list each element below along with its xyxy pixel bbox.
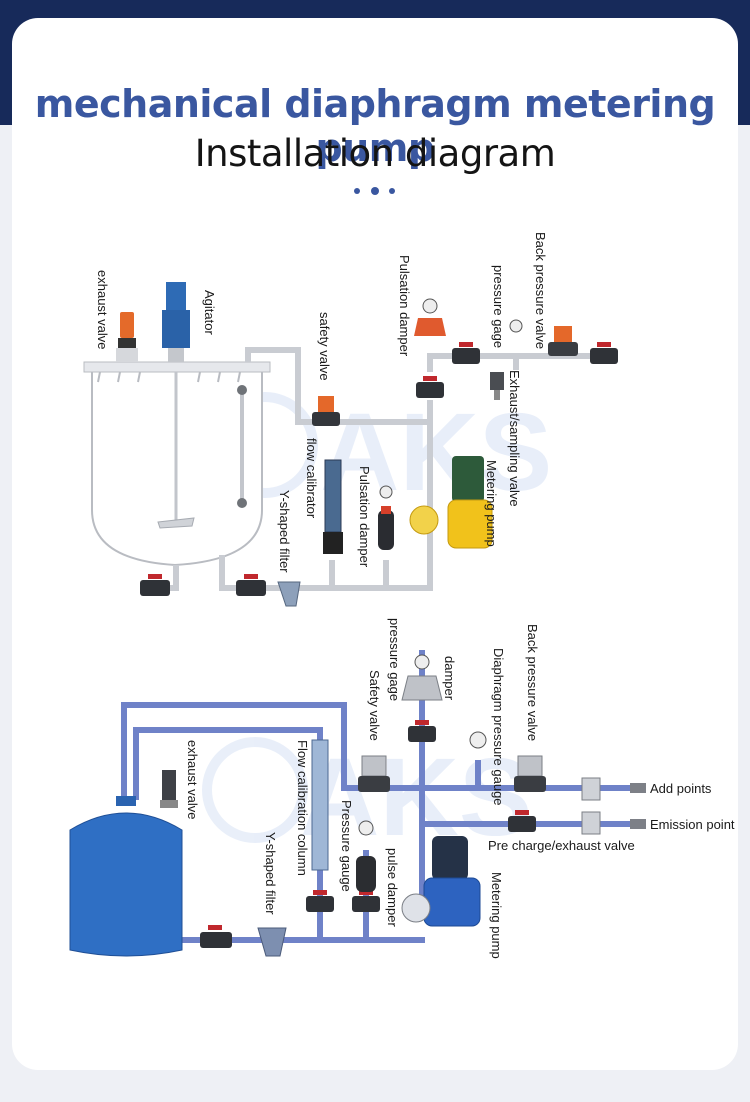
diaphragm-pressure-gauge-2 [469, 731, 487, 749]
blue-tank [69, 796, 183, 957]
watermark-text-bottom: AKS [300, 736, 532, 859]
lbl2-pre-charge: Pre charge/exhaust valve [488, 838, 635, 853]
exhaust-sampling-valve-1 [490, 372, 504, 400]
lbl-pulsation-damper-top: Pulsation damper [397, 255, 412, 357]
dot-1 [354, 188, 360, 194]
lbl-exhaust-valve: exhaust valve [95, 270, 110, 350]
tank-exhaust-valve-2 [160, 770, 178, 808]
lbl2-safety-valve: Safety valve [367, 670, 382, 741]
lbl-flow-calibrator: flow calibrator [304, 438, 319, 519]
pulse-damper-2 [356, 856, 376, 892]
lbl-pulsation-damper-bottom: Pulsation damper [357, 466, 372, 568]
back-pressure-valve-2 [514, 755, 546, 792]
ball-valves-2 [200, 720, 536, 948]
dot-2 [371, 187, 379, 195]
injection-valve-add [581, 777, 646, 801]
metering-pump-1 [409, 456, 493, 549]
lbl-back-pressure-valve: Back pressure valve [533, 232, 548, 349]
lbl2-back-pressure-valve: Back pressure valve [525, 624, 540, 741]
diagram-1: exhaust valve Agitator safety valve Puls… [83, 232, 618, 607]
pulsation-damper-1t [414, 298, 446, 336]
ball-valves-1 [140, 342, 618, 596]
lbl2-emission-point: Emission point [650, 817, 735, 832]
lbl-exhaust-sampling-valve: Exhaust/sampling valve [507, 370, 522, 507]
injection-valve-emission [581, 811, 646, 835]
title-dots [352, 186, 398, 196]
dot-3 [389, 188, 395, 194]
lbl2-pulse-damper: pulse damper [385, 848, 400, 927]
pulsation-damper-1b [378, 485, 394, 550]
watermark-bottom: AKS [202, 736, 532, 859]
watermark-top: AKS [212, 391, 552, 514]
lbl-metering-pump: Metering pump [484, 460, 499, 547]
y-filter-2 [257, 927, 287, 957]
back-pressure-valve-1 [548, 326, 578, 356]
lbl2-damper: damper [442, 656, 457, 701]
lbl2-pressure-gauge: Pressure gauge [339, 800, 354, 892]
lbl-safety-valve: safety valve [317, 312, 332, 381]
metering-pump-2 [401, 836, 481, 927]
level-gauge [237, 385, 247, 508]
page-subtitle: Installation diagram [194, 132, 556, 175]
lbl2-flow-calibration-column: Flow calibration column [295, 740, 310, 876]
pressure-gauge-2 [358, 820, 374, 836]
flow-calibration-column-2 [311, 739, 329, 871]
flow-calibrator-1 [323, 459, 343, 554]
lbl-pressure-gage: pressure gage [491, 265, 506, 348]
diagram-2: pressure gage damper Diaphragm pressure … [69, 618, 735, 959]
lbl2-metering-pump: Metering pump [489, 872, 504, 959]
agitator-motor [162, 282, 190, 362]
pressure-gage-1 [509, 319, 523, 333]
y-filter-1 [277, 581, 301, 607]
pressure-gage-2 [414, 654, 430, 670]
lbl2-pressure-gage: pressure gage [387, 618, 402, 701]
lbl2-y-shaped-filter: Y-shaped filter [263, 832, 278, 915]
safety-valve-1 [312, 396, 340, 426]
watermark-text-top: AKS [320, 391, 552, 514]
tank-exhaust-valve [116, 312, 138, 362]
safety-valve-2 [358, 755, 390, 792]
lbl2-exhaust-valve: exhaust valve [185, 740, 200, 820]
lbl-y-shaped-filter: Y-shaped filter [277, 490, 292, 573]
page-title: mechanical diaphragm metering pump [34, 82, 716, 170]
tank-lid [83, 361, 271, 373]
lbl2-diaphragm: Diaphragm pressure gauge [491, 648, 506, 806]
lbl2-add-points: Add points [650, 781, 712, 796]
damper-2 [401, 675, 443, 701]
agitator-blade [157, 517, 195, 529]
lbl-agitator: Agitator [202, 290, 217, 335]
